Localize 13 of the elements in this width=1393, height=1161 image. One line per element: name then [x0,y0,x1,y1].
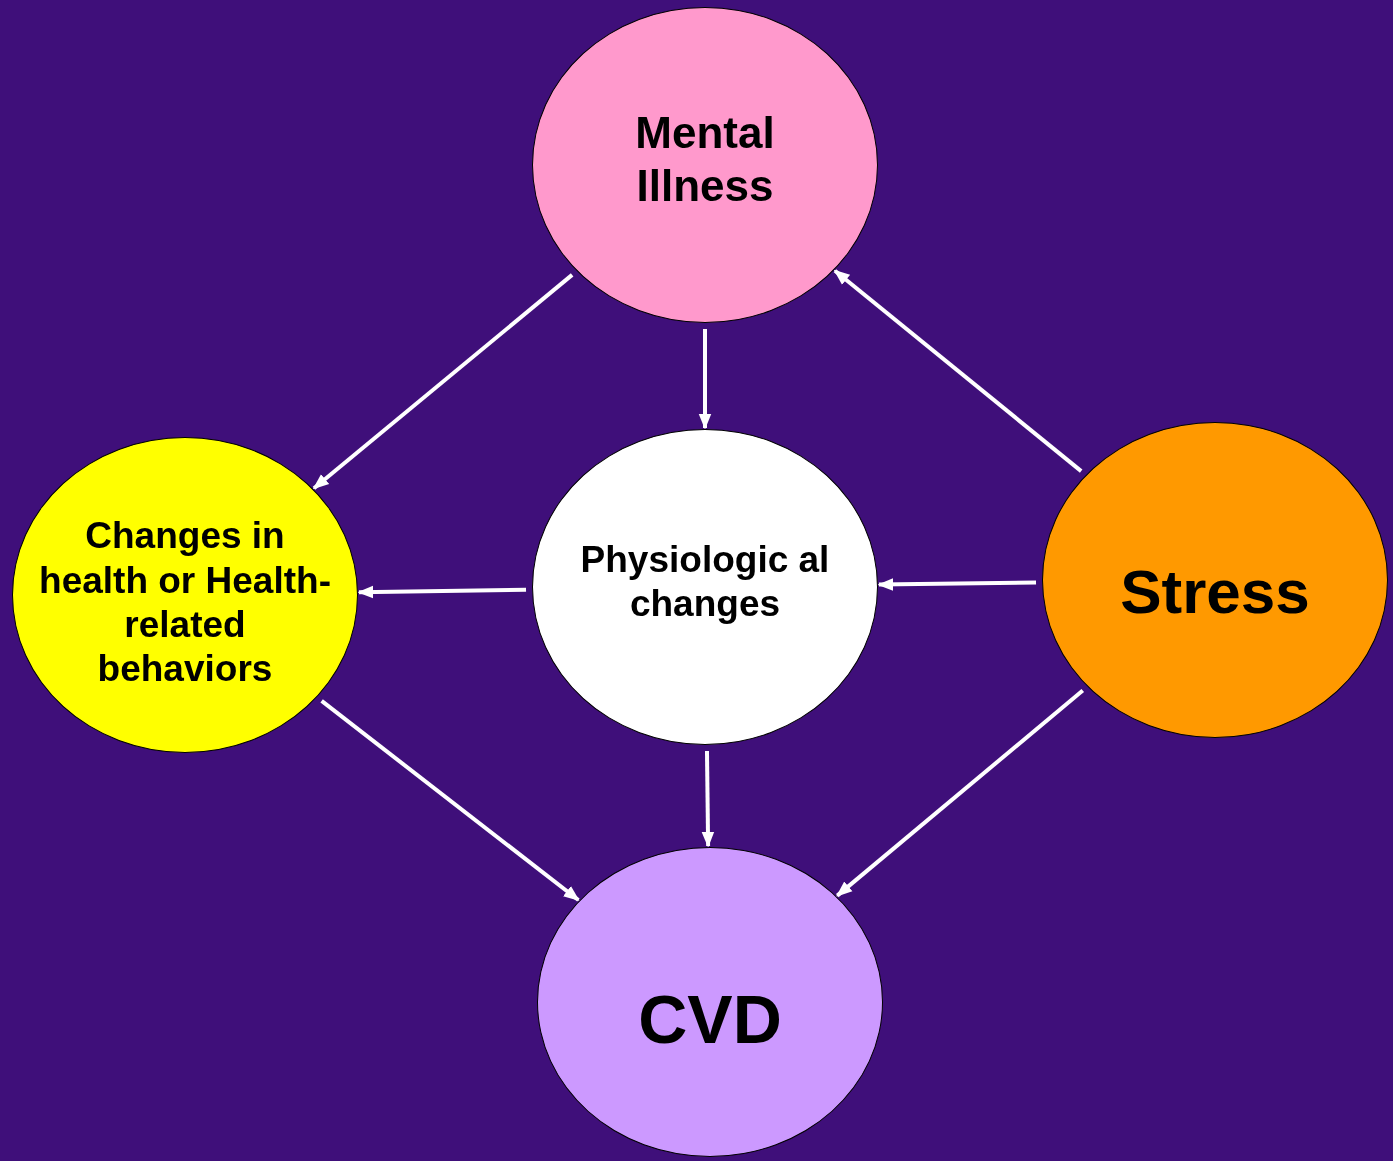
arrow [320,699,580,902]
arrow [701,750,715,848]
arrow [833,269,1083,473]
node-label: Mental Illness [634,107,776,212]
arrow [312,273,574,490]
node-label: Physiologic al changes [580,537,830,626]
arrow [836,688,1085,898]
node-label: Stress [1119,555,1311,628]
node-label: Changes in health or Health-related behaviors [38,514,332,692]
arrow [698,329,712,430]
arrow [877,578,1037,591]
arrow [357,585,527,599]
node-label: CVD [637,980,783,1060]
